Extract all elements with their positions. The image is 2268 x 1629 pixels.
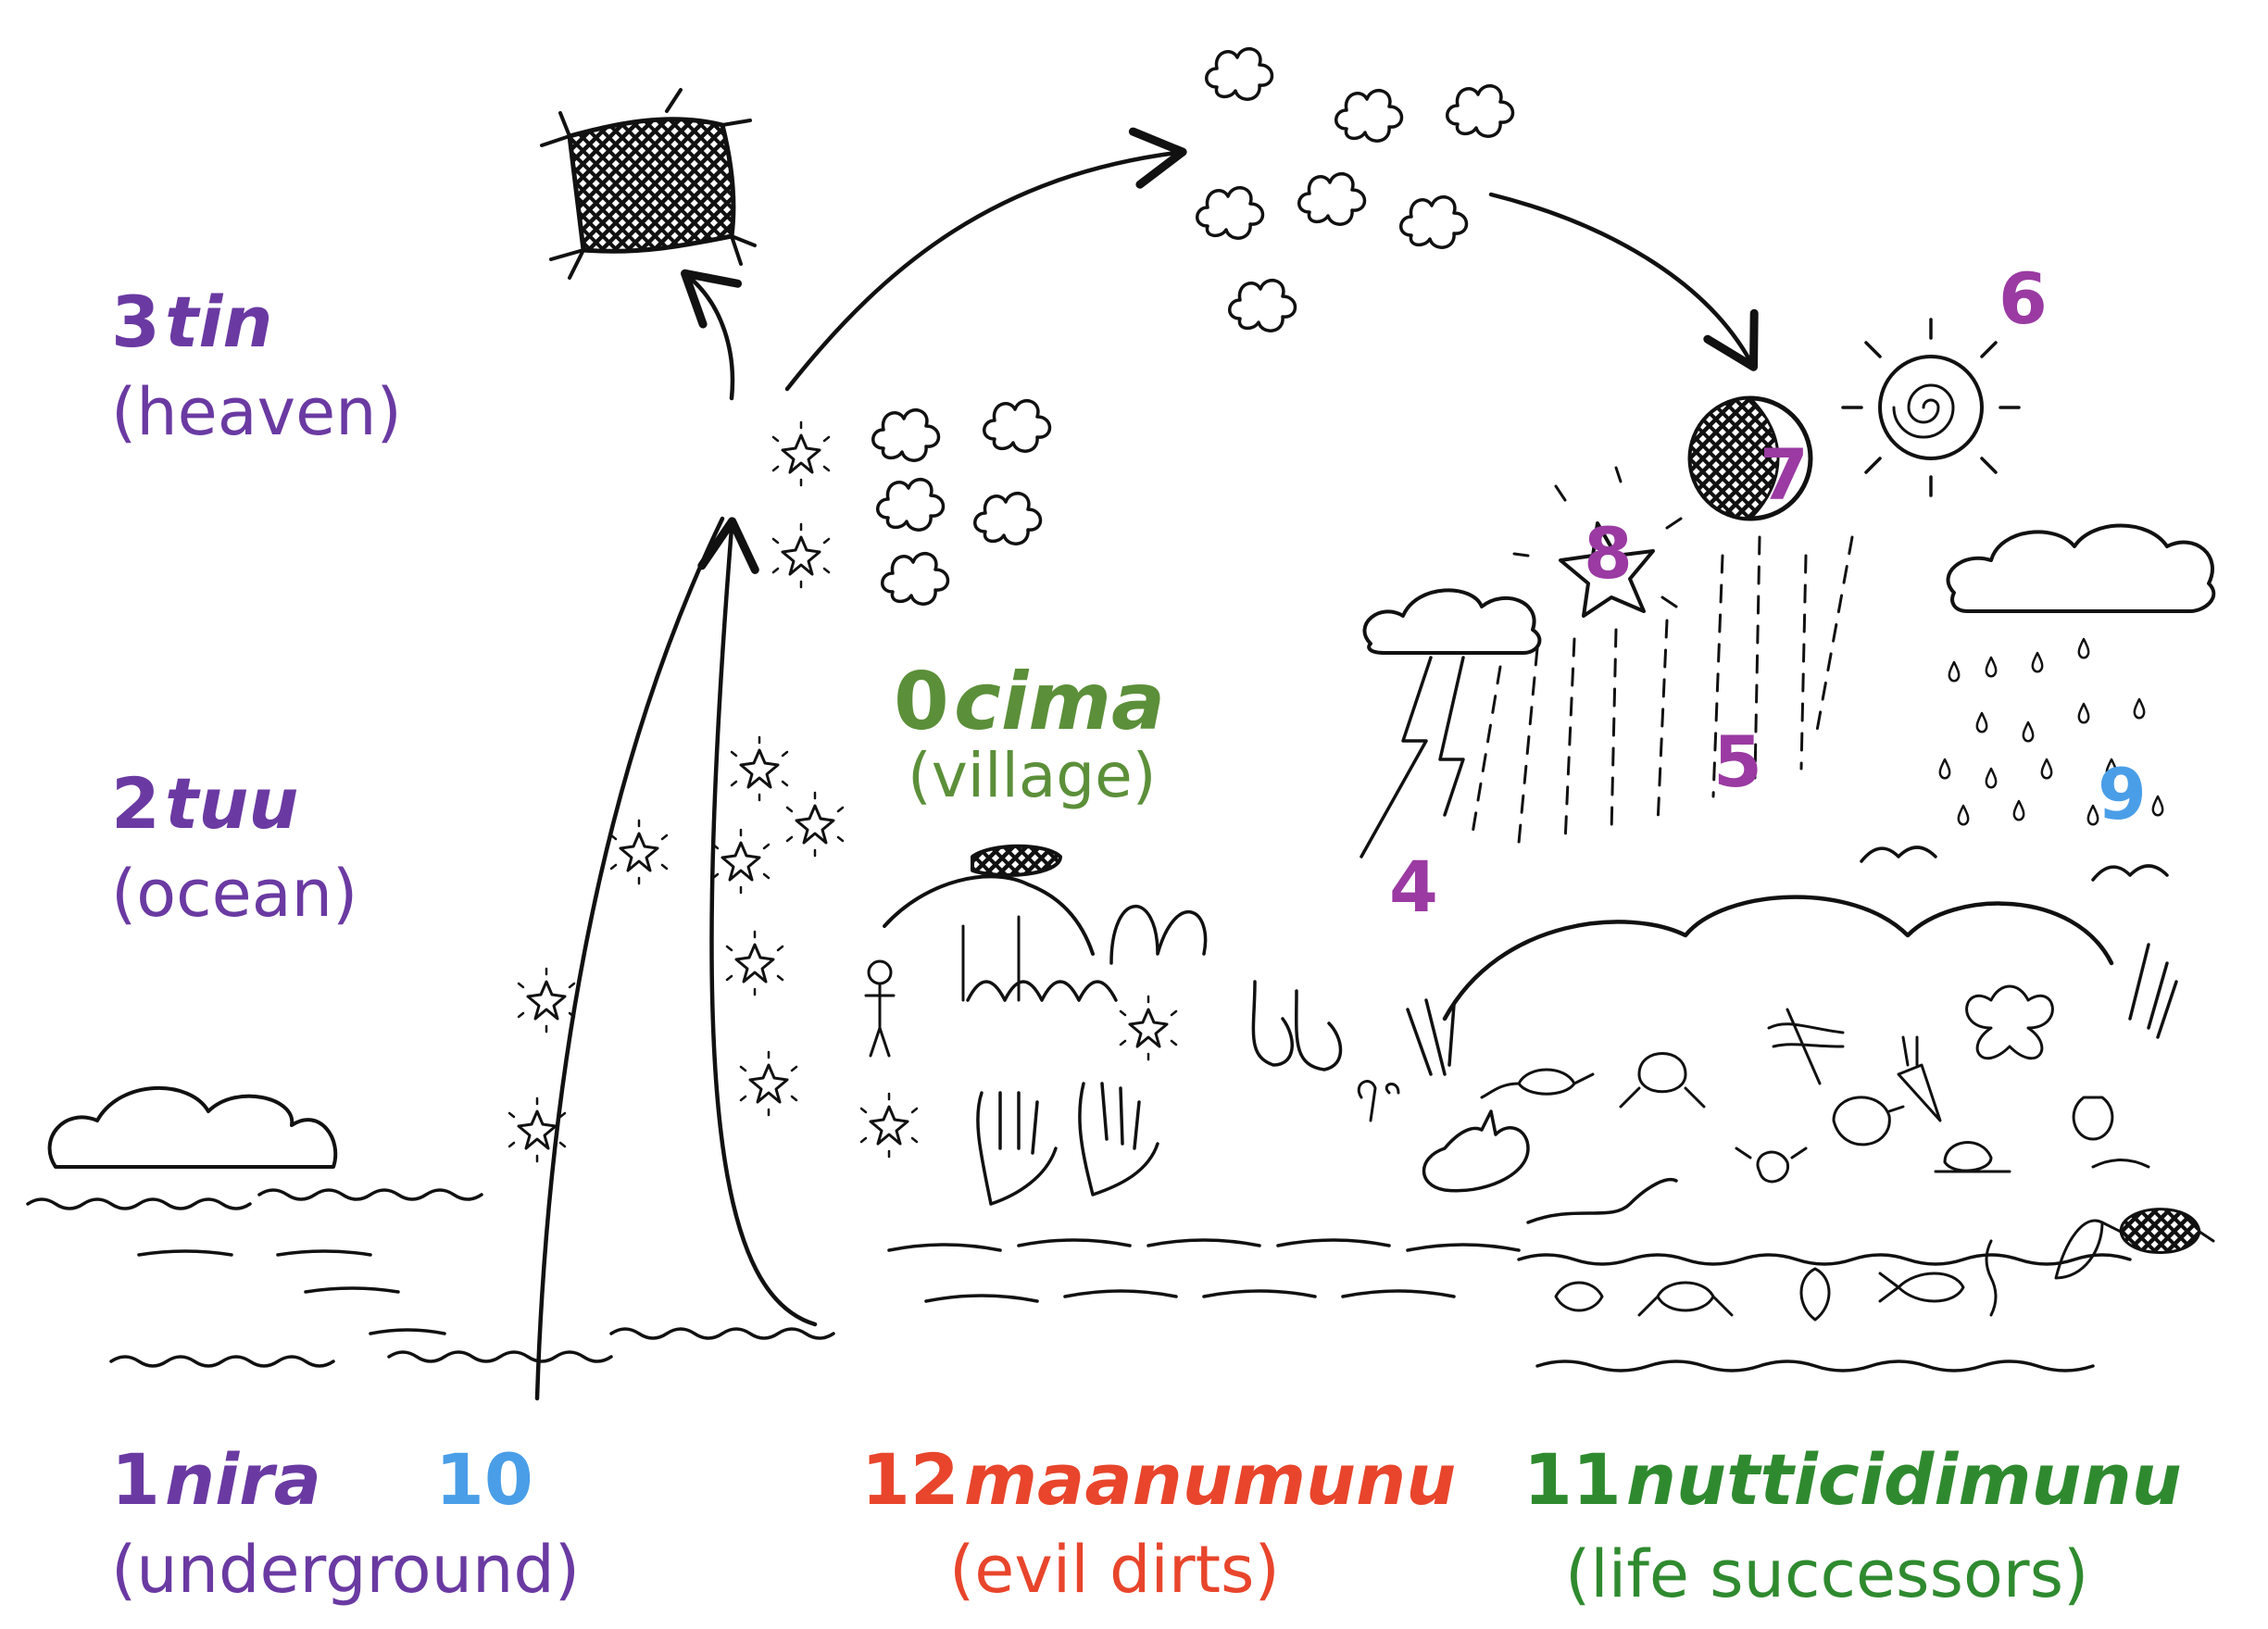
rain-cloud-icon [1946,523,2216,613]
snake-icon [1526,1178,1678,1224]
flower-icon [1357,1080,1400,1122]
maanumunu-number: 12 [861,1438,959,1521]
label-nira: 1 nira [111,1445,321,1515]
tuu-word: tuu [164,762,299,845]
fish2-icon [2054,1219,2104,1280]
label-nira-meaning: (underground) [111,1532,581,1608]
label-maanumunu-meaning: (evil dirts) [949,1532,1280,1608]
ascent-flow-line [534,519,818,1401]
maanumunu-word: maanumunu [963,1438,1457,1521]
lightning-icon [1360,656,1465,858]
ocean-cloud-icon [47,1085,338,1169]
carrot-icon [1897,1035,1942,1122]
nira-word: nira [164,1438,321,1521]
sky-puffs [1195,46,1515,333]
ascending-puffs [871,398,1052,607]
creatures [1357,846,2215,1254]
fish-icon [1878,1272,1965,1303]
star-icon [1512,466,1683,618]
villager-figure-icon [864,959,896,1058]
hands-icon [976,1082,1159,1206]
shell-icon [1554,1281,1604,1312]
label-nutticidimunu: 11 nutticidimunu [1523,1445,2182,1515]
label-nutticidimunu-meaning: (life successors) [1565,1536,2089,1612]
strawberry-icon [2072,1096,2114,1141]
rain-streaks [1471,535,1854,845]
marker-9: 9 [2098,753,2147,835]
label-tuu-meaning: (ocean) [111,856,358,932]
ocean-waves [26,1188,835,1368]
snail-icon [1934,1141,2011,1173]
life-hills [1406,895,2178,1076]
marker-7: 7 [1760,433,1809,516]
nira-number: 1 [111,1438,160,1521]
tin-number: 3 [111,281,160,363]
frog-icon [1619,1052,1706,1109]
arc-to-sky-arrow [784,127,1187,392]
label-ten: 10 [435,1438,533,1521]
storm-cloud-icon [1362,588,1542,655]
crab-icon [1637,1281,1734,1317]
heaven-star-icon [540,88,757,280]
squid-icon [1799,1267,1831,1322]
marker-8: 8 [1584,512,1633,595]
tin-word: tin [164,281,273,363]
bird2-icon [2091,864,2169,882]
dragonfly-icon [1767,1008,1845,1085]
rat-icon [1480,1068,1595,1099]
label-tin: 3 tin [111,287,272,357]
chick-icon [1832,1096,1905,1147]
ascent-to-heaven-arrow [681,269,743,401]
sea-life [1517,1219,2132,1372]
label-maanumunu: 12 maanumunu [861,1445,1456,1515]
marker-6: 6 [1999,257,2048,340]
label-tuu: 2 tuu [111,769,299,839]
marker-5: 5 [1713,721,1762,803]
label-tin-meaning: (heaven) [111,374,402,450]
moon-icon [1687,395,1813,521]
label-cima: 0 cima [894,662,1165,742]
butterfly-icon [1965,984,2054,1060]
village-hut-icon [883,844,1208,1002]
turtle-icon [2100,1208,2215,1254]
cima-number: 0 [894,656,949,748]
dirt-waves [887,1238,1521,1303]
tuu-number: 2 [111,762,160,845]
sun-icon [1841,318,2021,497]
marker-4: 4 [1389,846,1438,928]
nutticidimunu-number: 11 [1523,1438,1622,1521]
label-cima-meaning: (village) [908,740,1157,811]
cima-word: cima [953,656,1166,748]
seaweed-icon [1985,1239,1998,1317]
nutticidimunu-word: nutticidimunu [1625,1438,2182,1521]
leaf-icon [2091,1159,2150,1169]
cat-icon [1422,1109,1530,1193]
feet-icon [1251,980,1343,1071]
bird-icon [1860,846,1937,863]
arc-to-world-arrow [1488,192,1759,371]
beetle-icon [1735,1147,1808,1184]
